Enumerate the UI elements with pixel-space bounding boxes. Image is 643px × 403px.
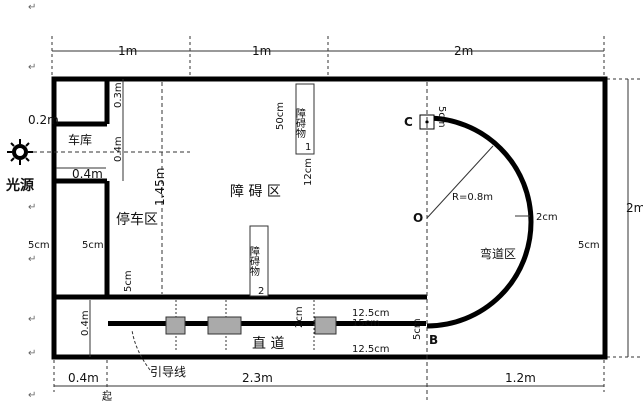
obstacle-1-h: 50cm: [275, 102, 286, 130]
garage-h-dim: 0.3m: [113, 82, 124, 108]
garage-width-dim: 0.4m: [72, 167, 103, 181]
bottom-dim-2: 2.3m: [242, 371, 273, 385]
lane-block-3: [314, 316, 337, 335]
point-o-label: O: [413, 211, 423, 225]
parking-label: 停车区: [116, 211, 158, 228]
curve-radius: R=0.8m: [452, 192, 493, 203]
lane-block-1: [165, 316, 186, 335]
svg-text:↵: ↵: [28, 348, 36, 359]
lane-block-2: [207, 316, 242, 335]
obstacle-1: [295, 83, 315, 155]
outer-boundary: [51, 76, 608, 360]
obstacle-zone-label: 障 碍 区: [230, 184, 281, 200]
top-dim-3: 2m: [454, 44, 473, 58]
obstacle-1-w: 12cm: [303, 158, 314, 186]
obstacle-2-label: 障碍物: [248, 245, 260, 277]
lane-top-gap: 12.5cm: [352, 308, 390, 319]
bottom-dim-1: 0.4m: [68, 371, 99, 385]
guide-line-label: 引导线: [150, 365, 186, 379]
light-source-icon: [7, 139, 33, 165]
lane-wall: 5cm: [123, 270, 134, 292]
top-dimension: [51, 36, 605, 75]
svg-text:↵: ↵: [28, 390, 36, 401]
lane-bottom-gap: 12.5cm: [352, 344, 390, 355]
point-b-label: B: [429, 333, 438, 347]
lane-height: 0.4m: [80, 310, 91, 336]
lane-b-wall: 5cm: [412, 318, 423, 340]
obstacle-2-extra: 2: [258, 286, 264, 297]
curve-label: 弯道区: [480, 246, 516, 261]
straight-label: 直 道: [252, 335, 284, 352]
svg-text:↵: ↵: [28, 62, 36, 73]
garage-depth-dim: 0.4m: [113, 136, 124, 162]
parking-wall-right: 5cm: [82, 240, 104, 251]
light-source-label: 光源: [5, 177, 34, 194]
curve-c-gap: 5cm: [436, 106, 447, 128]
right-dim: 2m: [626, 201, 643, 215]
radius-line: [426, 145, 494, 219]
lane-mid: 15cm: [352, 318, 380, 329]
svg-text:↵: ↵: [28, 2, 36, 13]
top-dim-1: 1m: [118, 44, 137, 58]
guide-pointer: [131, 329, 151, 371]
curve-width: 2cm: [536, 212, 558, 223]
garage-top-dim: 0.2m: [28, 113, 59, 127]
right-dimension: [607, 78, 640, 358]
bottom-dimension: [53, 360, 605, 392]
svg-text:↵: ↵: [28, 254, 36, 265]
parking-height-dim: 1.45m: [153, 168, 167, 206]
obstacle-2: [249, 225, 269, 297]
obstacle-1-label: 障碍物: [294, 107, 306, 139]
bottom-dim-3: 1.2m: [505, 371, 536, 385]
left-zone-walls: [54, 79, 534, 329]
lane-line-width: 2cm: [294, 306, 305, 328]
curve-wall: 5cm: [578, 240, 600, 251]
svg-text:↵: ↵: [28, 314, 36, 325]
obstacle-1-extra: 1: [305, 142, 311, 153]
garage-label: 车库: [68, 132, 92, 147]
start-mark: 起: [102, 391, 112, 403]
guide-line: [108, 321, 426, 326]
margin-marks: ↵ ↵ ↵ ↵ ↵ ↵ ↵: [28, 2, 36, 401]
top-dim-2: 1m: [252, 44, 271, 58]
parking-wall-left: 5cm: [28, 240, 50, 251]
point-c-label: C: [404, 115, 413, 129]
svg-text:↵: ↵: [28, 202, 36, 213]
